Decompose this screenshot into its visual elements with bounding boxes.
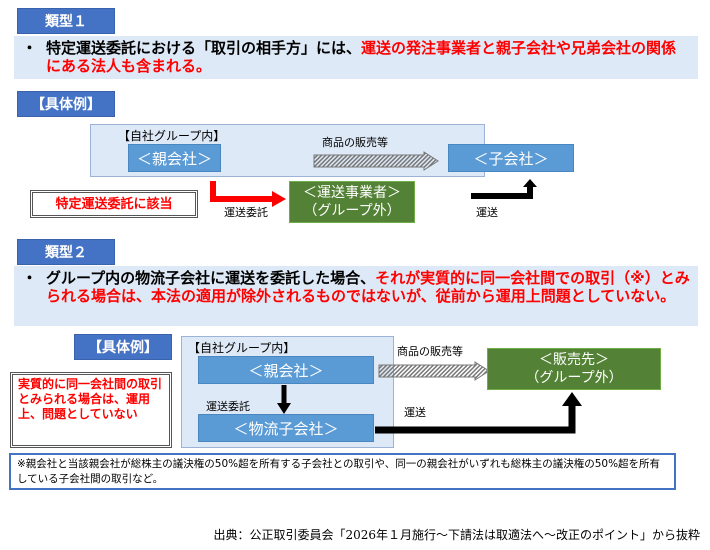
type2-note-box: 実質的に同一会社間の取引とみられる場合は、運用上、問題としていない — [10, 372, 172, 448]
type1-carrier-box: ＜運送事業者＞ （グループ外） — [289, 181, 415, 223]
type1-text-black: 特定運送委託における「取引の相手方」には、 — [46, 39, 362, 57]
bullet-dot: ・ — [22, 39, 38, 57]
type2-logistics-box: ＜物流子会社＞ — [198, 414, 374, 442]
type1-consign-label: 運送委託 — [224, 206, 268, 219]
type2-consign-label: 運送委託 — [206, 400, 250, 413]
type1-parent-box: ＜親会社＞ — [128, 144, 221, 172]
type1-description: ・ 特定運送委託における「取引の相手方」には、運送の発注事業者と親子会社や兄弟会… — [14, 36, 698, 79]
bullet-dot: ・ — [22, 269, 38, 287]
type1-sales-arrow — [313, 151, 439, 171]
type2-description: ・ グループ内の物流子会社に運送を委託した場合、それが実質的に同一会社間での取引… — [14, 266, 698, 326]
type2-example-tag: 【具体例】 — [74, 334, 172, 360]
type2-consign-arrow — [277, 385, 291, 414]
type1-group-label: 【自社グループ内】 — [118, 129, 226, 143]
type2-tag: 類型２ — [17, 239, 115, 265]
type1-note-box: 特定運送委託に該当 — [30, 190, 198, 218]
type2-text-red: それが実質的に同一会社間での取引（※）とみられる場合は、本法の適用が除外されるも… — [46, 269, 690, 305]
type2-group-label: 【自社グループ内】 — [188, 341, 296, 355]
type1-text-red: 運送の発注事業者と親子会社や兄弟会社の関係にある法人も含まれる。 — [46, 39, 677, 75]
type2-buyer-box: ＜販売先＞ （グループ外） — [487, 348, 661, 390]
type1-carrier-line2: （グループ外） — [303, 203, 401, 219]
type1-carrier-line1: ＜運送事業者＞ — [303, 185, 401, 201]
type2-sales-label: 商品の販売等 — [397, 345, 463, 358]
type2-text-black: グループ内の物流子会社に運送を委託した場合、 — [46, 269, 376, 287]
type1-example-tag: 【具体例】 — [17, 91, 115, 117]
type1-sales-label: 商品の販売等 — [322, 136, 388, 149]
type1-transport-label: 運送 — [476, 206, 498, 219]
type1-consign-arrow — [210, 181, 286, 207]
type2-buyer-line2: （グループ外） — [525, 370, 623, 386]
type1-subsidiary-box: ＜子会社＞ — [448, 144, 574, 172]
type2-transport-label: 運送 — [404, 406, 426, 419]
type1-tag: 類型１ — [17, 8, 115, 34]
type2-buyer-line1: ＜販売先＞ — [539, 352, 609, 368]
type2-transport-arrow — [375, 392, 582, 434]
source-citation: 出典：公正取引委員会「2026年１月施行～下請法は取適法へ～改正のポイント」から… — [213, 528, 700, 542]
type2-sales-arrow — [378, 361, 490, 381]
type2-parent-box: ＜親会社＞ — [198, 356, 374, 384]
type1-transport-arrow — [471, 179, 537, 199]
footnote-box: ※親会社と当該親会社が総株主の議決権の50%超を所有する子会社との取引や、同一の… — [9, 453, 676, 490]
